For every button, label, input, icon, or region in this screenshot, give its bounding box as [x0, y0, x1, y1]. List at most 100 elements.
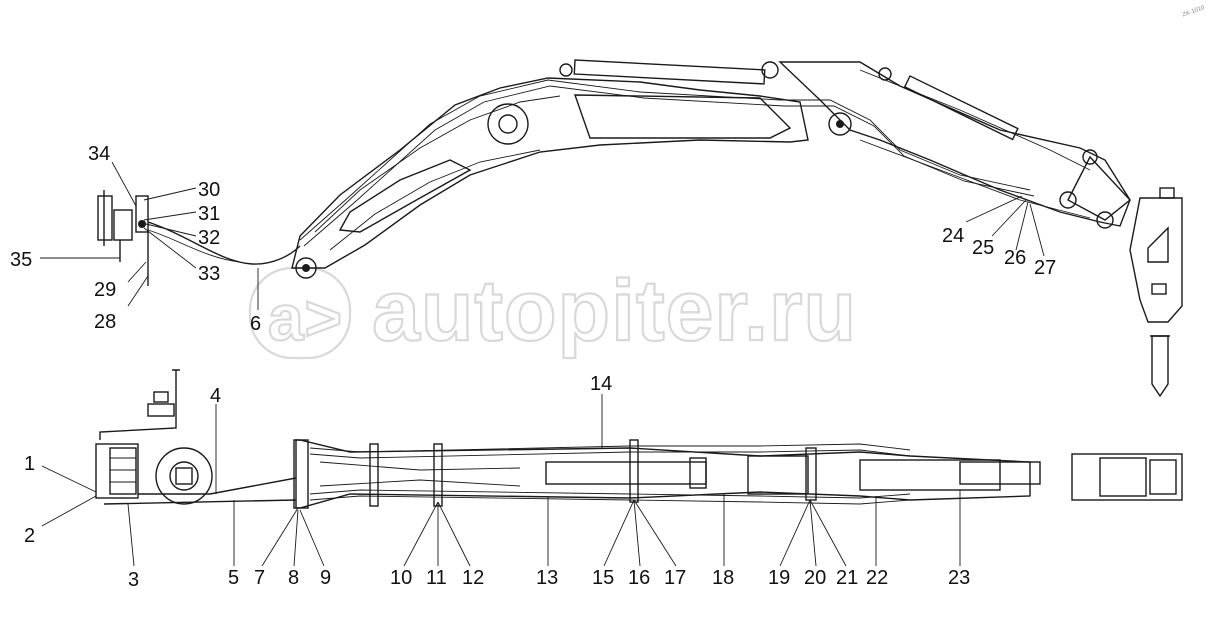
boom-foot-pin-core — [302, 264, 310, 272]
supply-line-lower — [103, 499, 297, 505]
boom-window — [338, 159, 472, 233]
callout-26: 26 — [1004, 247, 1026, 269]
leader-27 — [1029, 203, 1045, 257]
arm-cyl-pin-b — [761, 61, 779, 79]
arm-cylinder — [573, 59, 766, 85]
callout-34: 34 — [88, 143, 110, 165]
breaker-chisel — [1151, 335, 1169, 398]
callout-19: 19 — [768, 567, 790, 589]
callout-20: 20 — [804, 567, 826, 589]
boom-hose-lower — [303, 85, 1035, 247]
breaker-top-cap — [1159, 187, 1175, 199]
plan-hose-3 — [309, 489, 911, 499]
leader-31 — [143, 211, 197, 221]
callouts: 1 2 3 4 5 6 7 8 9 10 11 12 13 14 15 16 1… — [10, 143, 1056, 591]
leader-15 — [603, 499, 635, 567]
arm-outline — [778, 61, 1131, 227]
leader-26 — [1015, 201, 1029, 251]
pedal-fitting — [138, 220, 146, 228]
corner-note: ZK-1010 — [1182, 5, 1206, 19]
boom-foot-block — [293, 439, 309, 509]
boom-center-boss-inner — [498, 114, 518, 134]
cab-switch-b — [147, 403, 175, 417]
link-pin-c — [1096, 211, 1114, 229]
leader-28 — [127, 275, 149, 307]
swing-bearing — [155, 447, 213, 505]
leader-9 — [299, 509, 325, 567]
boom-hose-upper — [299, 79, 1031, 241]
callout-13: 13 — [536, 567, 558, 589]
callout-2: 2 — [24, 525, 35, 547]
link-pin-b — [1059, 191, 1077, 209]
pedal-plate — [135, 195, 149, 233]
watermark-badge: a> — [268, 282, 343, 354]
plan-hose-2 — [309, 449, 911, 459]
callout-11: 11 — [426, 567, 447, 589]
watermark: a> autopiter.ru — [248, 262, 857, 360]
callout-18: 18 — [712, 567, 734, 589]
breaker-slot — [1151, 283, 1167, 295]
breaker-window — [1147, 226, 1169, 263]
boom-nose-pin — [828, 112, 852, 136]
leader-2 — [41, 495, 97, 527]
leader-19 — [779, 499, 811, 567]
valve-spools — [109, 447, 137, 495]
callout-15: 15 — [592, 567, 614, 589]
link-bar — [1067, 155, 1132, 221]
plan-arm-cylinder-rod — [689, 457, 707, 489]
callout-5: 5 — [228, 567, 239, 589]
boom-plan-view — [95, 369, 1183, 509]
clamp-c — [629, 439, 639, 503]
callout-10: 10 — [390, 567, 412, 589]
callout-33: 33 — [198, 263, 220, 285]
leader-8 — [293, 509, 299, 567]
callout-21: 21 — [836, 567, 858, 589]
callout-16: 16 — [628, 567, 650, 589]
cab-bracket — [99, 369, 180, 440]
boom-inner-line-2 — [329, 149, 541, 251]
callout-27: 27 — [1034, 257, 1056, 279]
callout-31: 31 — [198, 203, 220, 225]
plan-bucket-cylinder — [959, 461, 1041, 485]
leader-34 — [111, 161, 137, 207]
callout-6: 6 — [250, 313, 261, 335]
leader-33 — [143, 227, 197, 269]
leader-17 — [633, 499, 677, 567]
leader-1 — [41, 465, 97, 493]
boom-side-window — [574, 94, 792, 139]
bucket-cylinder — [903, 75, 1019, 141]
callout-4: 4 — [210, 385, 221, 407]
leader-32 — [145, 223, 197, 237]
watermark-text: autopiter.ru — [372, 263, 857, 359]
arm-inner-line — [859, 69, 1091, 171]
hydraulic-breaker — [1129, 197, 1183, 323]
plan-breaker-cap — [1149, 459, 1177, 495]
boom-outline — [291, 77, 809, 269]
plan-arm-body — [859, 459, 1001, 491]
callout-3: 3 — [128, 569, 139, 591]
link-pin-a — [1082, 149, 1098, 165]
arm-lower-edge — [859, 139, 1091, 219]
leader-12 — [437, 501, 471, 567]
callout-35: 35 — [10, 249, 32, 271]
callout-7: 7 — [254, 567, 265, 589]
plan-breaker — [1071, 453, 1183, 501]
callout-14: 14 — [590, 373, 612, 395]
callout-25: 25 — [972, 237, 994, 259]
boom-center-boss — [487, 103, 529, 145]
callout-30: 30 — [198, 179, 220, 201]
callout-8: 8 — [288, 567, 299, 589]
callout-12: 12 — [462, 567, 484, 589]
boom-nose-pin-core — [836, 120, 844, 128]
clamp-a — [369, 443, 379, 507]
boom-side-view — [147, 59, 1183, 398]
plan-hose-4 — [309, 495, 911, 505]
callout-29: 29 — [94, 279, 116, 301]
leader-10 — [403, 501, 439, 567]
callout-17: 17 — [664, 567, 686, 589]
pedal-valve-body — [113, 209, 133, 241]
leader-7 — [261, 507, 299, 567]
swing-joint — [169, 461, 199, 491]
leader-30 — [143, 187, 197, 201]
